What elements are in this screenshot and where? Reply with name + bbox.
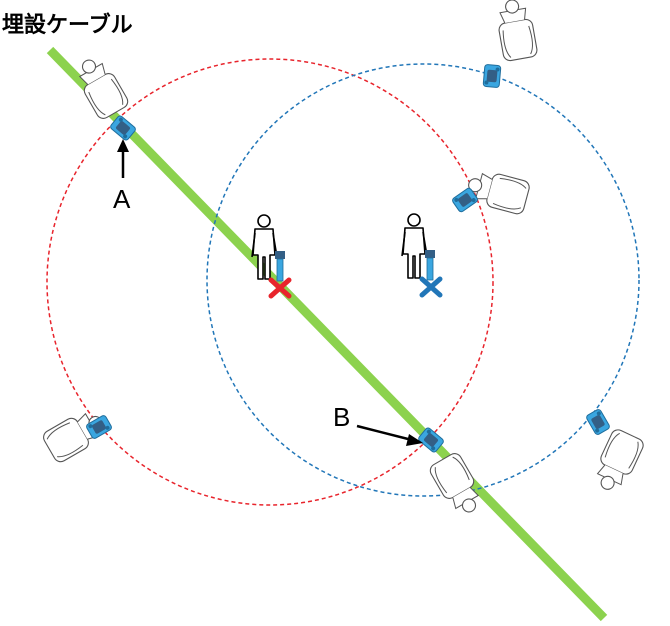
marker-x-red bbox=[268, 277, 292, 299]
person-left bbox=[251, 214, 285, 282]
detection-circle-blue bbox=[206, 63, 640, 497]
arrow-b-head bbox=[406, 434, 423, 446]
operator-top-right bbox=[482, 0, 539, 89]
operator-a bbox=[70, 51, 138, 142]
label-b: B bbox=[333, 402, 350, 432]
person-right bbox=[401, 213, 435, 281]
title: 埋設ケーブル bbox=[2, 12, 133, 38]
detection-circle-red bbox=[46, 58, 494, 506]
marker-x-blue bbox=[419, 276, 443, 298]
buried-cable bbox=[46, 46, 608, 622]
arrow-b bbox=[356, 424, 413, 442]
operator-right-lower bbox=[585, 407, 646, 497]
operator-right-upper bbox=[450, 166, 532, 216]
operator-left-lower bbox=[40, 404, 114, 465]
label-a: A bbox=[113, 184, 131, 214]
arrow-a-head bbox=[117, 139, 129, 152]
operator-b bbox=[416, 426, 488, 521]
